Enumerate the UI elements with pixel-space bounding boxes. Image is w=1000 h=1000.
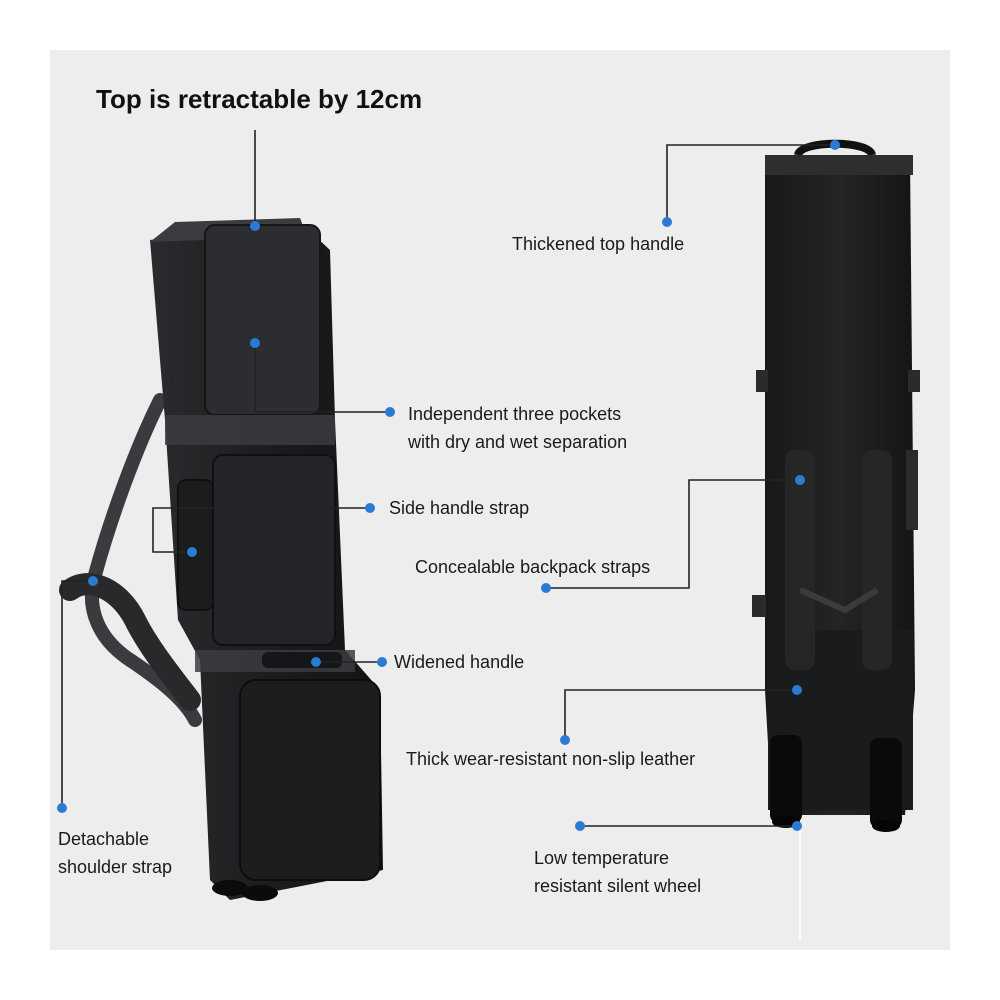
shoulder-strap-label: Detachable shoulder strap <box>58 825 172 881</box>
top-handle-label: Thickened top handle <box>512 234 685 254</box>
widened-handle-label-dot <box>377 657 387 667</box>
shoulder-strap-label-dot <box>57 803 67 813</box>
side-handle-dot <box>187 547 197 557</box>
backpack-strap-dot <box>795 475 805 485</box>
pocket-dot <box>250 338 260 348</box>
pockets-label-line1: Independent three pockets <box>408 404 622 424</box>
shoulder-strap-label-line1: Detachable <box>58 829 150 849</box>
leather-label-dot <box>560 735 570 745</box>
wheel-label: Low temperature resistant silent wheel <box>534 844 701 900</box>
wheel-label-dot <box>575 821 585 831</box>
wheel-label-line1: Low temperature <box>534 848 670 868</box>
leather-dot <box>792 685 802 695</box>
shoulder-strap-dot <box>88 576 98 586</box>
ski-bag-back-image <box>752 139 920 832</box>
page-title: Top is retractable by 12cm <box>96 84 423 114</box>
wheel-label-line2: resistant silent wheel <box>534 876 702 896</box>
pockets-label: Independent three pockets with dry and w… <box>408 400 627 456</box>
top-handle-label-dot <box>662 217 672 227</box>
side-handle-label-dot <box>365 503 375 513</box>
ski-bag-front-image <box>59 218 383 901</box>
shoulder-strap-label-line2: shoulder strap <box>58 857 173 877</box>
top-handle-dot <box>830 140 840 150</box>
widened-handle-dot <box>311 657 321 667</box>
callout-dots <box>57 140 840 831</box>
pocket-label-dot <box>385 407 395 417</box>
top-retract-dot <box>250 221 260 231</box>
side-handle-label: Side handle strap <box>389 498 530 518</box>
wheel-dot <box>792 821 802 831</box>
widened-handle-label: Widened handle <box>394 652 525 672</box>
pockets-label-line2: with dry and wet separation <box>408 432 628 452</box>
callout-lines <box>61 130 835 940</box>
backpack-straps-label: Concealable backpack straps <box>415 557 651 577</box>
leather-label: Thick wear-resistant non-slip leather <box>406 749 696 769</box>
backpack-strap-label-dot <box>541 583 551 593</box>
